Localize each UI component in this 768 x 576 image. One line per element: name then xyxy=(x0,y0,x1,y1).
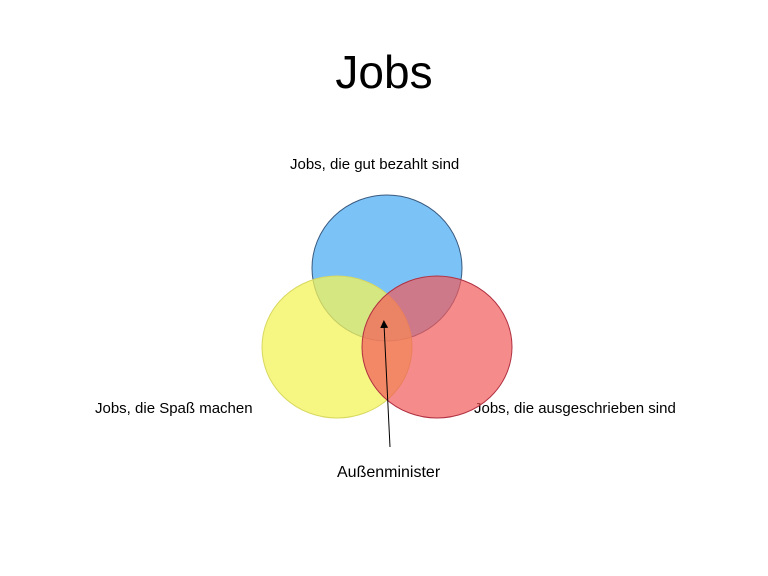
set-label-advertised: Jobs, die ausgeschrieben sind xyxy=(474,400,676,417)
set-label-fun: Jobs, die Spaß machen xyxy=(95,400,253,417)
slide-title: Jobs xyxy=(335,46,433,98)
set-label-well-paid: Jobs, die gut bezahlt sind xyxy=(290,156,460,173)
pointer-arrow xyxy=(380,320,391,448)
intersection-label: Außenminister xyxy=(337,464,441,481)
circle-advertised xyxy=(361,275,513,419)
